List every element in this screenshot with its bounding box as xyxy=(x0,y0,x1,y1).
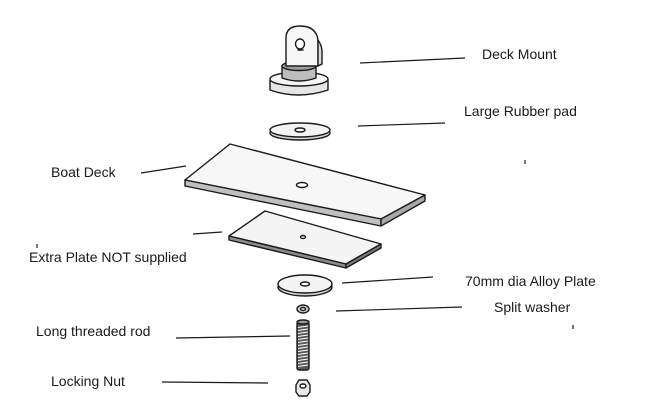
rod-thread xyxy=(297,358,309,361)
rod-thread xyxy=(297,337,309,340)
rod-thread xyxy=(297,355,309,358)
rod-thread xyxy=(297,331,309,334)
deck-mount xyxy=(269,25,329,96)
leader-boat-deck xyxy=(140,165,187,174)
rod-thread xyxy=(297,361,309,364)
label-boat-deck: Boat Deck xyxy=(51,164,117,180)
rod-thread xyxy=(297,343,309,346)
large-rubber-pad xyxy=(269,122,331,141)
rod-thread xyxy=(297,352,309,355)
label-locking-nut: Locking Nut xyxy=(51,373,125,389)
leader-rubber-pad xyxy=(357,122,446,127)
threaded-rod xyxy=(296,319,310,371)
rod-thread xyxy=(297,340,309,343)
rod-thread xyxy=(297,364,309,367)
label-deck-mount: Deck Mount xyxy=(482,46,557,62)
label-alloy-plate: 70mm dia Alloy Plate xyxy=(465,273,596,289)
leader-deck-mount xyxy=(359,57,466,64)
extra-plate xyxy=(228,210,382,269)
rod-thread xyxy=(297,328,309,331)
label-split-washer: Split washer xyxy=(494,299,571,315)
rod-thread xyxy=(297,334,309,337)
label-threaded-rod: Long threaded rod xyxy=(36,323,150,339)
label-extra-plate: Extra Plate NOT supplied xyxy=(29,249,187,265)
rod-thread xyxy=(297,346,309,349)
rod-thread xyxy=(297,349,309,352)
alloy-plate xyxy=(277,274,333,297)
boat-deck xyxy=(184,143,426,227)
leader-threaded-rod xyxy=(175,335,291,339)
split-washer xyxy=(296,304,310,314)
label-rubber-pad: Large Rubber pad xyxy=(464,103,577,119)
rod-thread xyxy=(297,325,309,328)
leader-alloy-plate xyxy=(341,276,434,284)
locking-nut xyxy=(295,379,311,397)
leader-locking-nut xyxy=(161,381,269,384)
leader-split-washer xyxy=(335,306,463,312)
leader-extra-plate xyxy=(192,231,223,235)
